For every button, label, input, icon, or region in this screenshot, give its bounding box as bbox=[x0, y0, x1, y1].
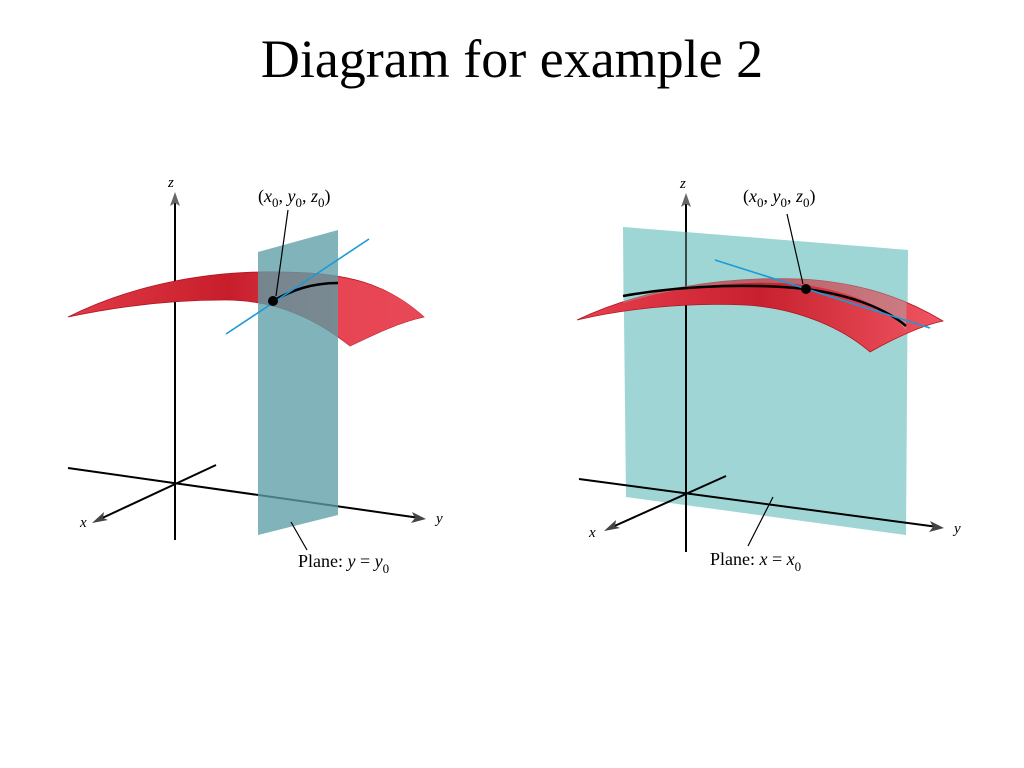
right-point-leader bbox=[786, 213, 804, 285]
left-y-label: y bbox=[434, 511, 443, 527]
right-x-arrow-icon bbox=[604, 520, 620, 531]
right-y-axis bbox=[578, 478, 939, 528]
right-x-axis bbox=[609, 475, 727, 529]
right-y-label: y bbox=[952, 521, 961, 537]
left-point bbox=[268, 296, 278, 306]
right-x-label: x bbox=[588, 525, 596, 541]
left-plane-leader bbox=[290, 521, 308, 551]
right-trace-curve bbox=[622, 284, 907, 327]
right-plane-leader bbox=[747, 496, 774, 547]
right-plane-label: Plane: x = x0 bbox=[710, 549, 801, 574]
right-tangent-line bbox=[714, 259, 931, 329]
right-panel: z x y (x0, y0, z0) Plane: x = x0 bbox=[576, 176, 961, 574]
left-y-arrow-icon bbox=[411, 512, 426, 523]
right-point bbox=[801, 284, 811, 294]
left-z-label: z bbox=[167, 175, 174, 191]
right-plane-overlay bbox=[623, 227, 908, 330]
left-point-label: (x0, y0, z0) bbox=[258, 186, 331, 210]
left-point-leader bbox=[275, 209, 289, 297]
right-z-label: z bbox=[679, 176, 686, 192]
left-tangent-line bbox=[225, 238, 370, 335]
left-x-label: x bbox=[79, 515, 87, 531]
right-point-label: (x0, y0, z0) bbox=[743, 186, 816, 210]
right-z-arrow-icon bbox=[681, 193, 691, 207]
left-x-arrow-icon bbox=[92, 512, 108, 523]
left-surface-front bbox=[338, 278, 424, 346]
left-z-arrow-icon bbox=[170, 192, 180, 206]
left-y-axis bbox=[67, 467, 421, 519]
left-trace-curve bbox=[272, 281, 339, 303]
right-surface bbox=[576, 278, 945, 353]
left-plane-label: Plane: y = y0 bbox=[298, 551, 389, 576]
slide-title: Diagram for example 2 bbox=[260, 29, 764, 89]
left-x-axis bbox=[97, 464, 217, 521]
left-panel: z x y (x0, y0, z0) Plane: y = y0 bbox=[67, 175, 443, 576]
left-plane bbox=[258, 230, 338, 535]
right-y-arrow-icon bbox=[929, 521, 944, 532]
